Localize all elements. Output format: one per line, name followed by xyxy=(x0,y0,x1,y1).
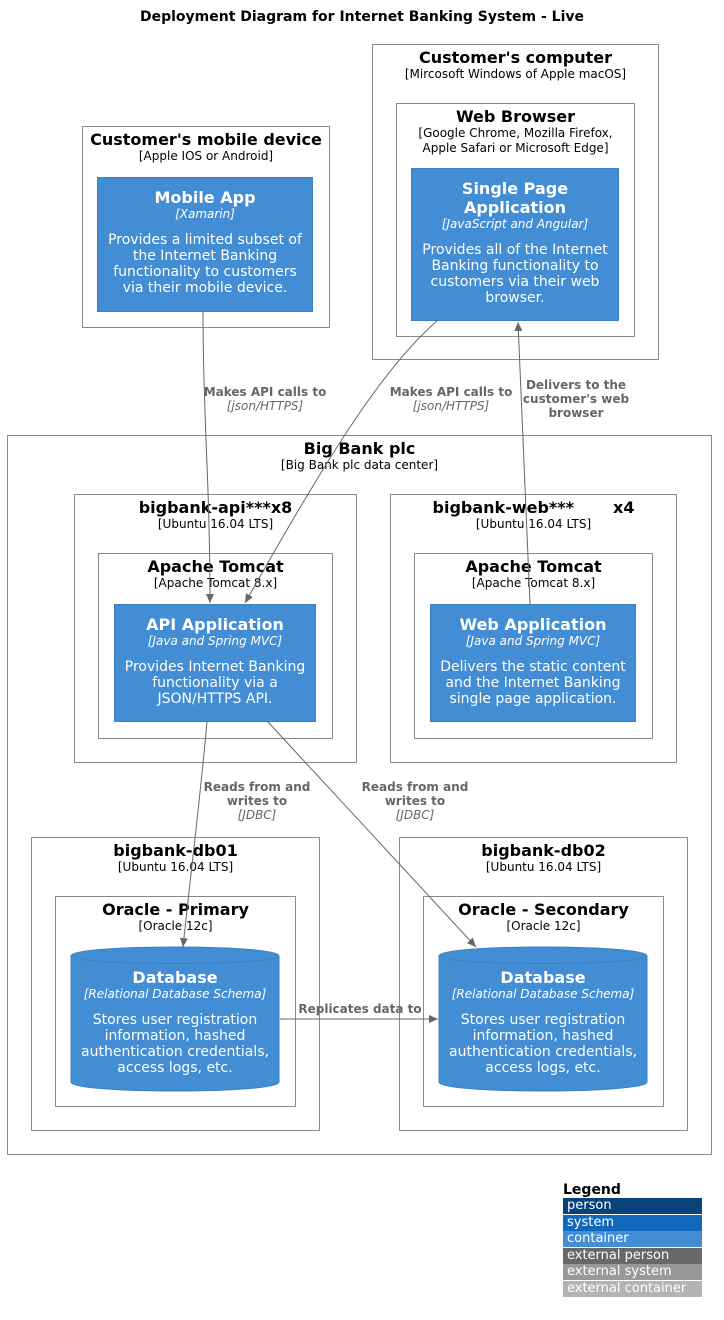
node-name: Apache Tomcat xyxy=(465,557,602,576)
relation-label-api-db02: Reads from and writes to [JDBC] xyxy=(354,780,476,822)
legend-item-container: container xyxy=(563,1231,702,1247)
container-technology: [Java and Spring MVC] xyxy=(147,634,283,648)
node-technology: [Apache Tomcat 8.x] xyxy=(153,576,278,590)
node-oracle-primary: Oracle - Primary [Oracle 12c] xyxy=(55,896,296,1107)
container-description: Provides all of the Internet Banking fun… xyxy=(422,242,608,306)
container-name: Web Application xyxy=(459,615,607,634)
node-web-tomcat: Apache Tomcat [Apache Tomcat 8.x] xyxy=(414,553,653,739)
arrow-spa-to-api xyxy=(244,320,438,604)
container-name: Mobile App xyxy=(154,188,256,207)
relation-text: Makes API calls to xyxy=(389,385,513,399)
relation-text: Makes API calls to xyxy=(203,385,327,399)
container-description: Delivers the static content and the Inte… xyxy=(440,659,626,707)
relation-technology: [JDBC] xyxy=(237,808,277,822)
node-name: Web Browser xyxy=(455,107,576,126)
node-name: bigbank-api***x8 xyxy=(138,498,293,517)
legend-item-external-system: external system xyxy=(563,1264,702,1280)
container-name: Database xyxy=(132,968,218,987)
container-description: Stores user registration information, ha… xyxy=(449,1012,637,1076)
legend-item-system: system xyxy=(563,1214,702,1231)
arrow-web-to-spa xyxy=(514,321,531,605)
relation-technology: [json/HTTPS] xyxy=(412,399,490,413)
container-technology: [Xamarin] xyxy=(175,207,235,221)
database-cylinder-icon xyxy=(70,946,280,1092)
container-name: API Application xyxy=(146,615,284,634)
container-description: Provides Internet Banking functionality … xyxy=(124,659,306,707)
node-bigbank-web: bigbank-web*** x4 [Ubuntu 16.04 LTS] xyxy=(390,494,677,763)
node-oracle-secondary: Oracle - Secondary [Oracle 12c] xyxy=(423,896,664,1107)
node-bigbank-db01: bigbank-db01 [Ubuntu 16.04 LTS] xyxy=(31,837,320,1131)
node-name: Oracle - Secondary xyxy=(458,900,629,919)
relation-technology: [JDBC] xyxy=(395,808,435,822)
legend-item-person: person xyxy=(563,1198,702,1214)
container-technology: [Relational Database Schema] xyxy=(451,987,635,1001)
node-bigbank-db02: bigbank-db02 [Ubuntu 16.04 LTS] xyxy=(399,837,688,1131)
node-name: Oracle - Primary xyxy=(102,900,249,919)
container-technology: [Java and Spring MVC] xyxy=(465,634,601,648)
relation-label-api-db01: Reads from and writes to [JDBC] xyxy=(196,780,318,822)
container-name: Database xyxy=(500,968,586,987)
container-api-application[interactable]: API Application [Java and Spring MVC] Pr… xyxy=(114,604,316,722)
node-technology: [Ubuntu 16.04 LTS] xyxy=(157,517,274,531)
node-technology: [Ubuntu 16.04 LTS] xyxy=(117,860,234,874)
diagram-title: Deployment Diagram for Internet Banking … xyxy=(139,9,585,25)
node-technology: [Mircosoft Windows of Apple macOS] xyxy=(404,67,627,81)
node-technology: [Oracle 12c] xyxy=(138,919,213,933)
database-cylinder-icon xyxy=(438,946,648,1092)
node-technology: [Google Chrome, Mozilla Firefox, Apple S… xyxy=(418,126,613,155)
node-name: bigbank-db02 xyxy=(481,841,606,860)
node-api-tomcat: Apache Tomcat [Apache Tomcat 8.x] xyxy=(98,553,333,739)
container-technology: [Relational Database Schema] xyxy=(83,987,267,1001)
node-name: Big Bank plc xyxy=(303,439,416,458)
node-technology: [Apple IOS or Android] xyxy=(138,149,274,163)
container-name: Single Page Application xyxy=(461,179,569,217)
node-technology: [Ubuntu 16.04 LTS] xyxy=(475,517,592,531)
arrow-api-to-db02 xyxy=(267,721,477,948)
node-technology: [Apache Tomcat 8.x] xyxy=(471,576,596,590)
relation-text: Replicates data to xyxy=(298,1002,422,1016)
container-mobile-app[interactable]: Mobile App [Xamarin] Provides a limited … xyxy=(97,177,313,312)
node-name: bigbank-db01 xyxy=(113,841,238,860)
relation-text: Delivers to the customer's web browser xyxy=(522,378,630,420)
relation-technology: [json/HTTPS] xyxy=(226,399,304,413)
node-technology: [Ubuntu 16.04 LTS] xyxy=(485,860,602,874)
relation-text: Reads from and writes to xyxy=(203,780,311,808)
node-bigbank-api: bigbank-api***x8 [Ubuntu 16.04 LTS] xyxy=(74,494,357,763)
container-web-application[interactable]: Web Application [Java and Spring MVC] De… xyxy=(430,604,636,722)
node-name: bigbank-web*** x4 xyxy=(432,498,635,517)
node-technology: [Oracle 12c] xyxy=(506,919,581,933)
legend-item-external-container: external container xyxy=(563,1280,702,1297)
node-customer-mobile-device: Customer's mobile device [Apple IOS or A… xyxy=(82,126,330,328)
container-single-page-application[interactable]: Single Page Application [JavaScript and … xyxy=(411,168,619,321)
node-customer-computer: Customer's computer [Mircosoft Windows o… xyxy=(372,44,659,360)
legend-title: Legend xyxy=(563,1182,621,1198)
container-description: Stores user registration information, ha… xyxy=(81,1012,269,1076)
arrow-api-to-db01 xyxy=(179,721,208,948)
node-technology: [Big Bank plc data center] xyxy=(280,458,439,472)
legend-item-external-person: external person xyxy=(563,1247,702,1264)
container-technology: [JavaScript and Angular] xyxy=(441,217,589,231)
relation-label-replicate: Replicates data to xyxy=(290,1002,430,1016)
relation-label-mobile-api: Makes API calls to [json/HTTPS] xyxy=(190,385,340,413)
relation-text: Reads from and writes to xyxy=(361,780,469,808)
node-web-browser: Web Browser [Google Chrome, Mozilla Fire… xyxy=(396,103,635,337)
container-database-primary[interactable]: Database [Relational Database Schema] St… xyxy=(70,946,280,1092)
legend: Legend person system container external … xyxy=(563,1182,702,1297)
node-big-bank-plc: Big Bank plc [Big Bank plc data center] xyxy=(7,435,712,1155)
relation-label-web-spa: Delivers to the customer's web browser xyxy=(518,378,634,420)
container-database-secondary[interactable]: Database [Relational Database Schema] St… xyxy=(438,946,648,1092)
container-description: Provides a limited subset of the Interne… xyxy=(108,232,302,296)
arrow-mobile-to-api xyxy=(202,311,214,604)
node-name: Apache Tomcat xyxy=(147,557,284,576)
relation-label-spa-api: Makes API calls to [json/HTTPS] xyxy=(376,385,526,413)
node-name: Customer's computer xyxy=(418,48,613,67)
node-name: Customer's mobile device xyxy=(90,130,322,149)
